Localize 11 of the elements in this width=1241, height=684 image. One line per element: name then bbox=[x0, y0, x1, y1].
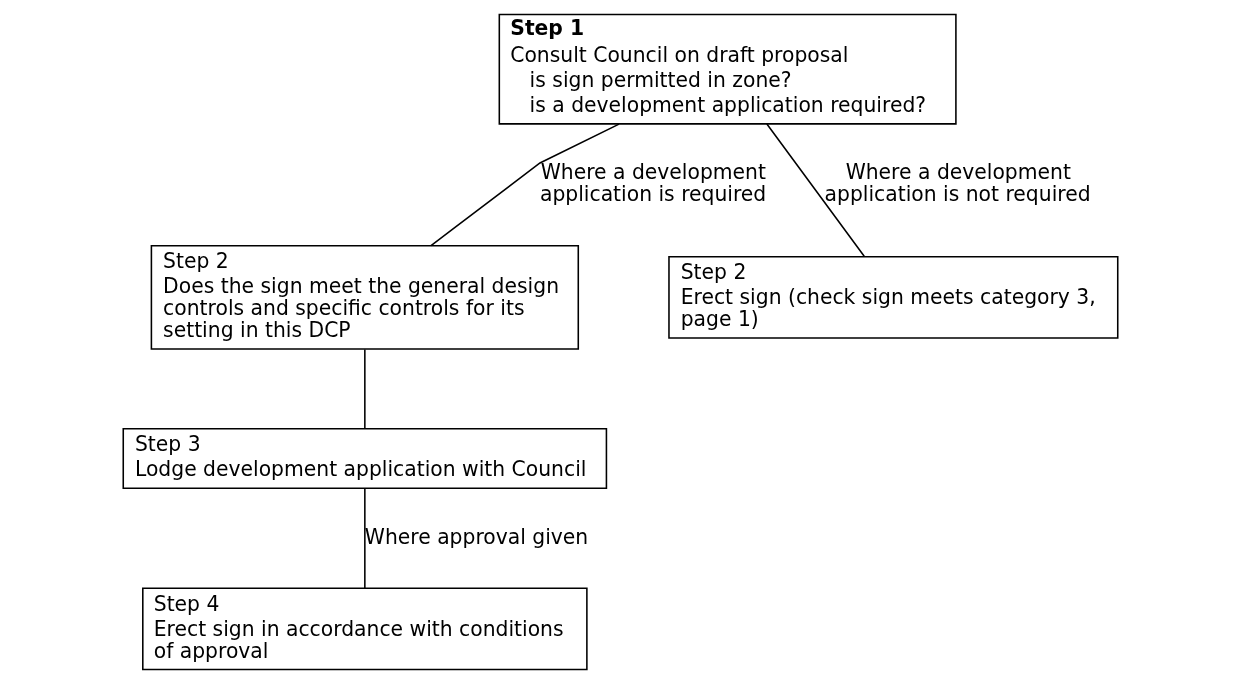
node-box: Step 1 Consult Council on draft proposal is sign permitted in zone? is a development application required? bbox=[498, 13, 957, 125]
edge-label: Where a development application is required bbox=[539, 160, 767, 207]
edge-label: Where a development application is not required bbox=[824, 160, 1091, 207]
node-box: Step 3 Lodge development application with Council bbox=[122, 428, 608, 489]
node-box: Step 2 Does the sign meet the general design controls and specific controls for its setting in this DCP bbox=[150, 245, 580, 350]
connector bbox=[430, 123, 620, 247]
connector bbox=[364, 348, 366, 430]
node-box: Step 2 Erect sign (check sign meets category 3, page 1) bbox=[668, 256, 1119, 339]
connector bbox=[364, 487, 366, 589]
connector bbox=[766, 123, 865, 258]
node-box: Step 4 Erect sign in accordance with conditions of approval bbox=[142, 587, 588, 671]
